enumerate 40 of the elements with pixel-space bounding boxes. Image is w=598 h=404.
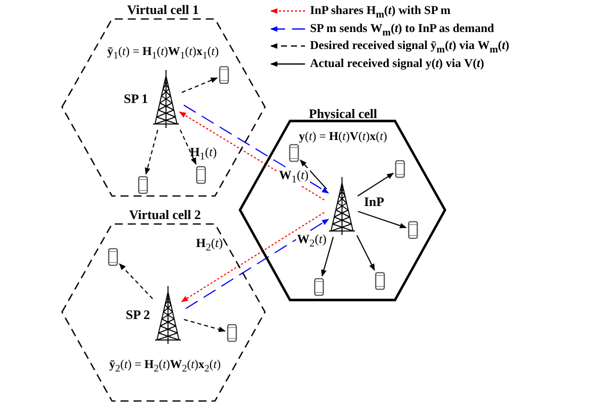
channel-label: H$_{2}$(t)	[196, 236, 223, 254]
legend-text: InP shares H$_{m}$(t) with SP m	[310, 3, 451, 20]
dashed-arrow	[184, 104, 329, 194]
phone-icon	[196, 166, 206, 184]
arrow	[300, 159, 328, 190]
cell-title: Physical cell	[308, 106, 378, 122]
phone-icon	[219, 66, 229, 84]
arrow	[321, 236, 334, 277]
tower-label: SP 1	[124, 91, 148, 107]
edge-label: W$_{1}$(t)	[278, 168, 310, 186]
phone-icon	[395, 160, 405, 178]
arrow	[358, 210, 407, 228]
dashed-arrow	[180, 212, 324, 302]
signal-formula: ȳ$_{1}$(t) = H$_{1}$(t)W$_{1}$(t)x$_{1}$(t)	[107, 44, 219, 62]
arrow	[356, 235, 376, 271]
phone-icon	[375, 272, 385, 290]
cell-title: Virtual cell 2	[129, 207, 201, 223]
legend-text: SP m sends W$_{m}$(t) to InP as demand	[310, 20, 494, 38]
tower-label: SP 2	[126, 307, 150, 323]
channel-label: H$_{1}$(t)	[190, 145, 217, 162]
dashed-arrow	[180, 130, 197, 165]
phone-icon	[289, 144, 299, 162]
phone-icon	[108, 248, 118, 266]
phone-icon	[314, 278, 324, 296]
phone-icon	[227, 324, 237, 342]
edge-label: W$_{2}$(t)	[296, 232, 328, 250]
dashed-arrow	[184, 318, 226, 332]
legend-text: Actual received signal y(t) via V(t)	[310, 56, 484, 70]
arrow	[357, 172, 394, 196]
dashed-arrow	[182, 77, 218, 93]
dashed-arrow	[118, 263, 154, 300]
phone-icon	[408, 221, 418, 239]
cell-title: Virtual cell 1	[127, 2, 199, 18]
dashed-arrow	[186, 218, 330, 310]
legend-text: Desired received signal ȳ$_{m}$(t) via W$_{m}$(t)	[310, 38, 510, 56]
dashed-arrow	[144, 130, 158, 175]
tower-label: InP	[364, 194, 384, 210]
phone-icon	[138, 176, 148, 194]
signal-formula: ȳ$_{2}$(t) = H$_{2}$(t)W$_{2}$(t)x$_{2}$(t)	[109, 357, 221, 374]
signal-formula: y(t) = H(t)V(t)x(t)	[298, 129, 388, 144]
